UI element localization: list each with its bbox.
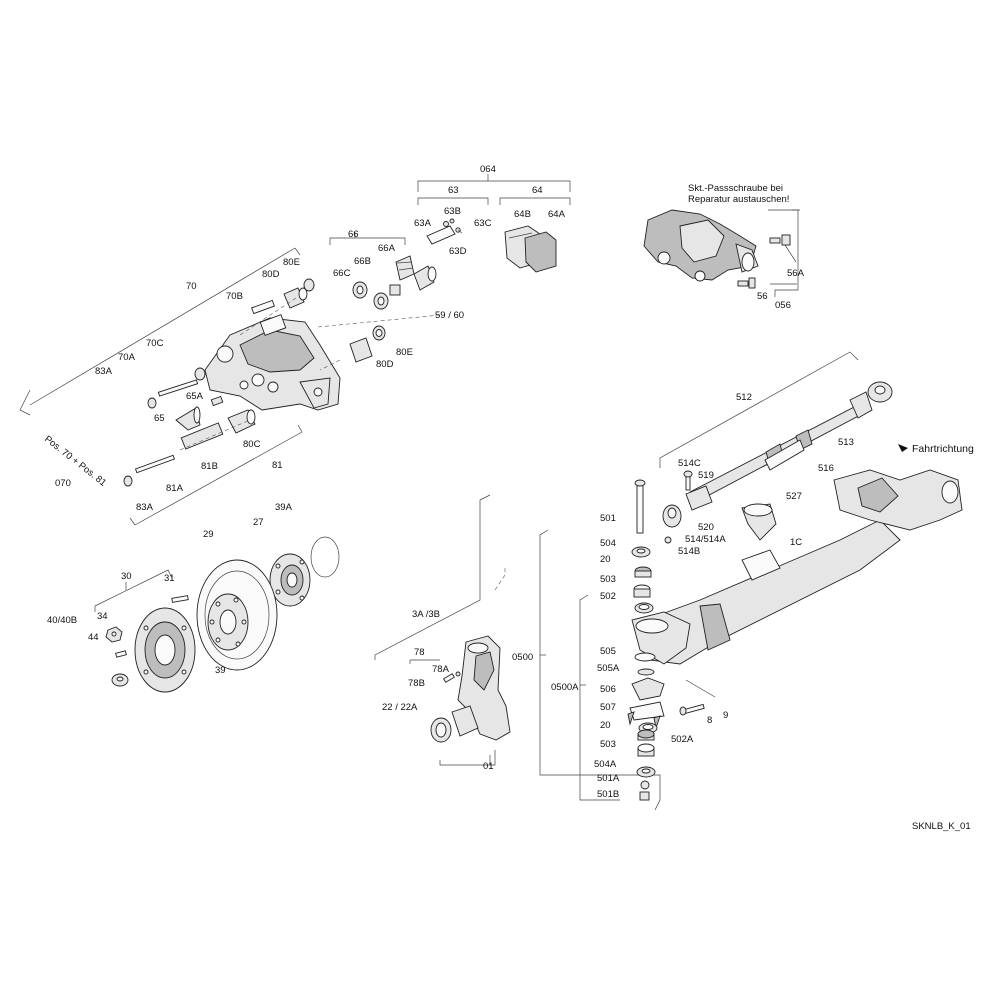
label-01: 01	[483, 761, 494, 772]
inset-note-line1: Skt.-Passschraube bei	[688, 183, 783, 194]
label-56: 56	[757, 291, 768, 302]
label-1c: 1C	[790, 537, 802, 548]
label-514-514a: 514/514A	[685, 534, 726, 545]
caliper-group	[19, 247, 441, 526]
label-507: 507	[600, 702, 616, 713]
label-81a: 81A	[166, 483, 184, 494]
label-20-bot: 20	[600, 720, 611, 731]
label-81b: 81B	[201, 461, 218, 472]
label-40-40b: 40/40B	[47, 615, 77, 626]
label-30: 30	[121, 571, 132, 582]
label-0500: 0500	[512, 652, 533, 663]
label-80e-top: 80E	[283, 257, 300, 268]
label-63c: 63C	[474, 218, 492, 229]
label-503-bot: 503	[600, 739, 616, 750]
brake-pad-set-group	[417, 174, 571, 273]
label-505a: 505A	[597, 663, 620, 674]
label-66b: 66B	[354, 256, 371, 267]
kingpin-bolt-501	[636, 482, 644, 534]
label-80e-mid: 80E	[396, 347, 413, 358]
label-520: 520	[698, 522, 714, 533]
label-78a: 78A	[432, 664, 450, 675]
label-22-22a: 22 / 22A	[382, 702, 418, 713]
label-83a-bot: 83A	[136, 502, 154, 513]
label-8: 8	[707, 715, 712, 726]
brake-pad-outer	[524, 231, 557, 273]
label-516: 516	[818, 463, 834, 474]
label-64a: 64A	[548, 209, 566, 220]
inset-note-line2: Reparatur austauschen!	[688, 194, 789, 205]
label-66c: 66C	[333, 268, 351, 279]
label-64: 64	[532, 185, 543, 196]
label-501a: 501A	[597, 773, 620, 784]
label-70b: 70B	[226, 291, 243, 302]
label-504: 504	[600, 538, 616, 549]
label-064: 064	[480, 164, 496, 175]
label-65: 65	[154, 413, 165, 424]
label-9: 9	[723, 710, 728, 721]
label-3a-3b: 3A /3B	[412, 609, 440, 620]
label-63d: 63D	[449, 246, 467, 257]
label-519: 519	[698, 470, 714, 481]
label-80c: 80C	[243, 439, 261, 450]
label-63b: 63B	[444, 206, 461, 217]
label-59-60: 59 / 60	[435, 310, 464, 321]
label-39: 39	[215, 665, 226, 676]
label-80d-mid: 80D	[376, 359, 394, 370]
label-81: 81	[272, 460, 283, 471]
label-070: 070	[55, 478, 71, 489]
label-506: 506	[600, 684, 616, 695]
label-31: 31	[164, 573, 175, 584]
kingpin-group	[539, 479, 716, 811]
direction-label: Fahrtrichtung	[912, 443, 974, 455]
label-63: 63	[448, 185, 459, 196]
knuckle-group	[374, 494, 511, 766]
label-64b: 64B	[514, 209, 531, 220]
label-505: 505	[600, 646, 616, 657]
direction-arrow	[898, 444, 908, 452]
snap-ring-39a	[310, 536, 340, 578]
label-83a-top: 83A	[95, 366, 113, 377]
label-29: 29	[203, 529, 214, 540]
label-501: 501	[600, 513, 616, 524]
label-70a: 70A	[118, 352, 136, 363]
label-78: 78	[414, 647, 425, 658]
label-513: 513	[838, 437, 854, 448]
label-512: 512	[736, 392, 752, 403]
label-27: 27	[253, 517, 264, 528]
label-502: 502	[600, 591, 616, 602]
label-65a: 65A	[186, 391, 204, 402]
pad-spring-plate	[426, 225, 456, 245]
label-39a: 39A	[275, 502, 293, 513]
label-504a: 504A	[594, 759, 617, 770]
label-501b: 501B	[597, 789, 619, 800]
label-0500a: 0500A	[551, 682, 579, 693]
label-66a: 66A	[378, 243, 396, 254]
label-502a: 502A	[671, 734, 694, 745]
label-514c: 514C	[678, 458, 701, 469]
label-78b: 78B	[408, 678, 425, 689]
hub-disc-group	[94, 536, 340, 693]
label-pos-70-81: Pos. 70 + Pos. 81	[42, 434, 108, 489]
label-66: 66	[348, 229, 359, 240]
label-80d-top: 80D	[262, 269, 280, 280]
label-70c: 70C	[146, 338, 164, 349]
label-34: 34	[97, 611, 108, 622]
axle-group	[631, 351, 963, 665]
seal-set-group	[329, 232, 437, 310]
label-70: 70	[186, 281, 197, 292]
label-44: 44	[88, 632, 99, 643]
drawing-code: SKNLB_K_01	[912, 821, 971, 832]
label-514b: 514B	[678, 546, 700, 557]
label-056: 056	[775, 300, 791, 311]
plate-1c	[741, 549, 781, 581]
label-527: 527	[786, 491, 802, 502]
label-56a: 56A	[787, 268, 805, 279]
label-20-top: 20	[600, 554, 611, 565]
inset-056-group	[643, 209, 800, 297]
label-503-top: 503	[600, 574, 616, 585]
label-63a: 63A	[414, 218, 432, 229]
